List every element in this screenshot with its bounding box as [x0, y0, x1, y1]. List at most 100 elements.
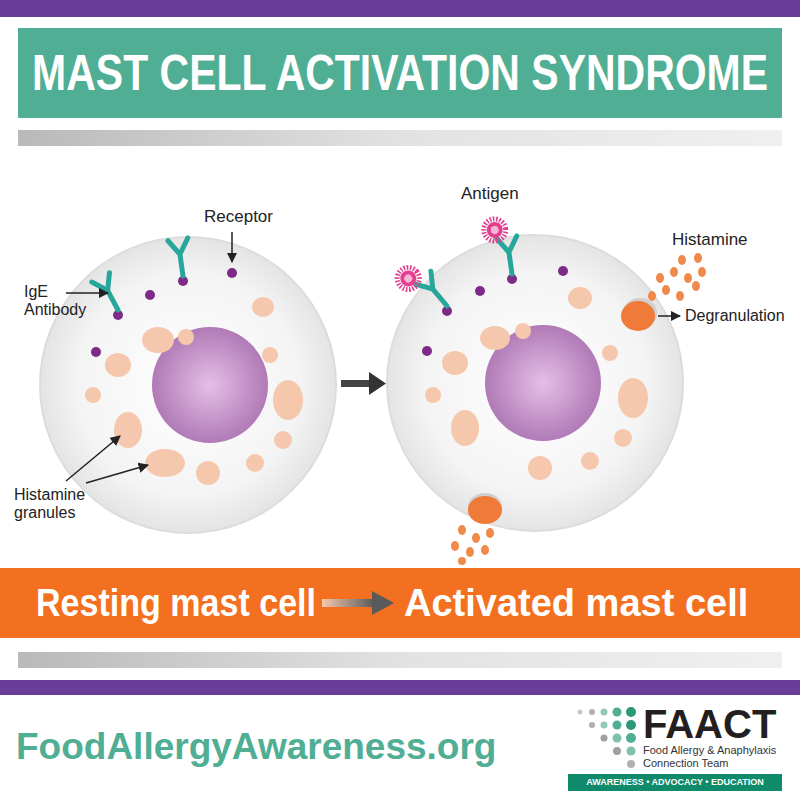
histamine-dots [481, 545, 489, 555]
activated-mast-cell [442, 351, 468, 375]
histamine-dots [451, 541, 459, 551]
logo-dots [626, 707, 636, 717]
resting-mast-cell [145, 290, 155, 300]
top-bar [0, 0, 800, 17]
histamine-dots [472, 533, 480, 543]
histamine-dots [656, 273, 664, 283]
histamine-dots [678, 255, 686, 265]
grey-bar [18, 652, 782, 668]
resting-mast-cell [274, 431, 292, 449]
leader-lines [231, 232, 233, 262]
activated-mast-cell [482, 218, 507, 243]
logo-dots [601, 722, 608, 729]
band-arrow [322, 591, 394, 615]
part-label: Receptor [204, 207, 273, 227]
histamine-dots [458, 525, 466, 535]
leader-lines [66, 292, 108, 294]
histamine-dots [648, 291, 656, 301]
activated-mast-cell [387, 216, 683, 531]
histamine-dots [692, 281, 700, 291]
logo-dots [601, 735, 608, 742]
leader-lines [66, 232, 680, 483]
logo-dots [589, 722, 595, 728]
part-label: Antigen [461, 184, 519, 204]
resting-mast-cell [85, 387, 101, 403]
activated-mast-cell [515, 323, 531, 339]
logo-dots [601, 709, 608, 716]
orange-band [0, 568, 800, 638]
leader-lines [66, 436, 120, 481]
activated-mast-cell [621, 301, 655, 331]
leader-lines [658, 315, 680, 317]
logo-dots [578, 707, 637, 768]
logo-dots [626, 720, 636, 730]
transition-arrow [369, 372, 386, 395]
part-label: Histamine granules [14, 486, 114, 523]
band-text: Activated mast cell [404, 584, 748, 622]
activated-mast-cell [425, 287, 648, 480]
logo-dots [626, 733, 636, 743]
activated-mast-cell [422, 346, 432, 356]
histamine-dots [466, 547, 474, 557]
histamine-dots [670, 267, 678, 277]
activated-mast-cell [422, 266, 568, 356]
resting-mast-cell [262, 347, 278, 363]
resting-mast-cell [91, 347, 101, 357]
resting-mast-cell [85, 297, 303, 485]
part-label: IgE Antibody [24, 283, 68, 320]
band-text: AWARENESS • ADVOCACY • EDUCATION [586, 778, 764, 787]
activated-mast-cell [614, 429, 632, 447]
activated-mast-cell [393, 263, 424, 294]
logo-dots [613, 721, 622, 730]
logo-dots [589, 709, 595, 715]
activated-mast-cell [482, 216, 522, 277]
logo-name: FAACT [643, 701, 776, 747]
histamine-dots [676, 291, 684, 301]
band-arrow [322, 599, 374, 607]
logo-dots [613, 734, 622, 743]
activated-mast-cell [581, 452, 599, 470]
resting-mast-cell [145, 449, 185, 477]
activated-mast-cell [618, 378, 648, 418]
band-arrow [372, 591, 394, 615]
band-text: Resting mast cell [36, 584, 316, 622]
activated-mast-cell [480, 326, 510, 350]
activated-mast-cell [468, 496, 502, 524]
leader-lines [86, 465, 148, 483]
resting-mast-cell [252, 297, 274, 317]
resting-mast-cell [91, 268, 237, 357]
title-box: MAST CELL ACTIVATION SYNDROME [18, 28, 782, 118]
activated-mast-cell [528, 456, 552, 480]
activated-mast-cell [387, 235, 683, 531]
resting-mast-cell [227, 268, 237, 278]
resting-mast-cell [168, 238, 193, 277]
activated-mast-cell [393, 256, 455, 321]
website-url: FoodAllergyAwareness.org [16, 726, 496, 769]
purple-bar [0, 680, 800, 695]
logo-dots [613, 747, 621, 755]
histamine-dots [662, 285, 670, 295]
activated-mast-cell [451, 410, 479, 446]
activated-mast-cell [568, 287, 592, 309]
histamine-dots [698, 267, 706, 277]
activated-mast-cell [425, 387, 441, 403]
logo-dots [627, 747, 636, 756]
histamine-dots [458, 557, 466, 565]
part-label: Histamine [672, 230, 748, 250]
activated-mast-cell [475, 286, 485, 296]
resting-mast-cell [273, 380, 303, 420]
logo-bar: AWARENESS • ADVOCACY • EDUCATION [568, 774, 782, 791]
logo-dots [578, 710, 583, 715]
resting-mast-cell [178, 329, 194, 345]
transition-arrow [341, 380, 371, 387]
resting-mast-cell [246, 454, 264, 472]
logo-dots [627, 760, 635, 768]
transition-arrow [341, 372, 386, 395]
grey-bar [18, 130, 782, 146]
activated-mast-cell [602, 345, 618, 361]
histamine-dots [486, 528, 494, 538]
resting-mast-cell [142, 327, 174, 353]
